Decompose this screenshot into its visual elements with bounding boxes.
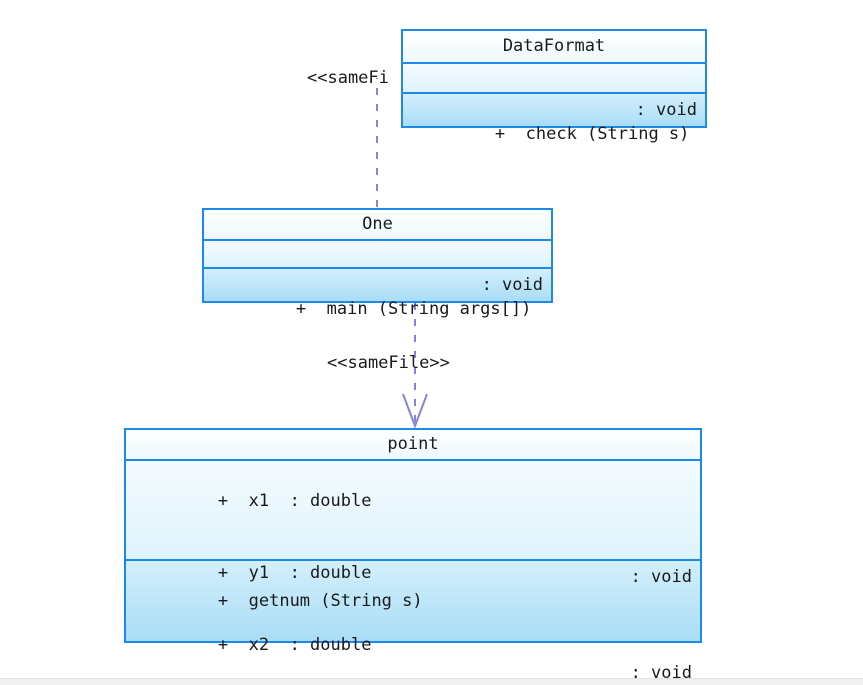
stereotype-label-samefile-top: <<sameFi bbox=[307, 68, 389, 88]
uml-attribute-visibility: + bbox=[217, 635, 229, 655]
uml-operation-row: + main (String args[]) : void bbox=[204, 273, 551, 369]
uml-attributes-one bbox=[204, 241, 551, 269]
uml-attribute-text: y1 : double bbox=[248, 563, 372, 583]
uml-class-point[interactable]: point + x1 : double + y1 : double + x2 :… bbox=[124, 428, 702, 678]
uml-operation-return: : void bbox=[635, 100, 697, 120]
uml-attribute-text: x2 : double bbox=[248, 635, 372, 655]
uml-attribute-visibility: + bbox=[217, 491, 229, 511]
uml-attribute-text: x1 : double bbox=[248, 491, 372, 511]
uml-class-one[interactable]: One + main (String args[]) : void bbox=[202, 208, 553, 319]
uml-operations-point: + getnum (String s) : void + getDis (dou… bbox=[126, 561, 700, 678]
uml-attributes-point: + x1 : double + y1 : double + x2 : doubl… bbox=[126, 461, 700, 655]
uml-operation-row: + getnum (String s) : void bbox=[126, 565, 700, 661]
uml-operation-return: : void bbox=[630, 567, 692, 587]
arrowhead-open-v-icon bbox=[402, 393, 428, 429]
uml-operation-return: : void bbox=[630, 663, 692, 678]
stereotype-label-samefile-bottom: <<sameFile>> bbox=[327, 353, 450, 373]
uml-operations-dataformat: + check (String s) : void bbox=[403, 94, 705, 144]
uml-attribute-row: + y1 : double bbox=[126, 537, 700, 609]
page-bottom-strip bbox=[0, 678, 863, 685]
uml-class-name-one: One bbox=[204, 210, 551, 241]
uml-class-name-point: point bbox=[126, 430, 700, 461]
uml-operation-visibility: + bbox=[217, 591, 229, 611]
uml-attribute-row: + x1 : double bbox=[126, 465, 700, 537]
uml-operation-signature: main (String args[]) bbox=[326, 299, 532, 319]
uml-attributes-dataformat bbox=[403, 64, 705, 94]
uml-operation-signature: getnum (String s) bbox=[248, 591, 423, 611]
uml-class-name-dataformat: DataFormat bbox=[403, 31, 705, 64]
uml-operation-return: : void bbox=[481, 275, 543, 295]
uml-class-dataformat[interactable]: DataFormat + check (String s) : void bbox=[401, 29, 707, 144]
uml-attribute-visibility: + bbox=[217, 563, 229, 583]
uml-operations-one: + main (String args[]) : void bbox=[204, 269, 551, 319]
uml-attribute-row: + x2 : double bbox=[126, 609, 700, 678]
uml-operation-row: + check (String s) : void bbox=[403, 98, 705, 194]
uml-operation-visibility: + bbox=[295, 299, 307, 319]
uml-operation-signature: check (String s) bbox=[525, 124, 690, 144]
uml-operation-row: + getDis (double x1, double y1, double x… bbox=[126, 661, 700, 678]
uml-operation-visibility: + bbox=[494, 124, 506, 144]
